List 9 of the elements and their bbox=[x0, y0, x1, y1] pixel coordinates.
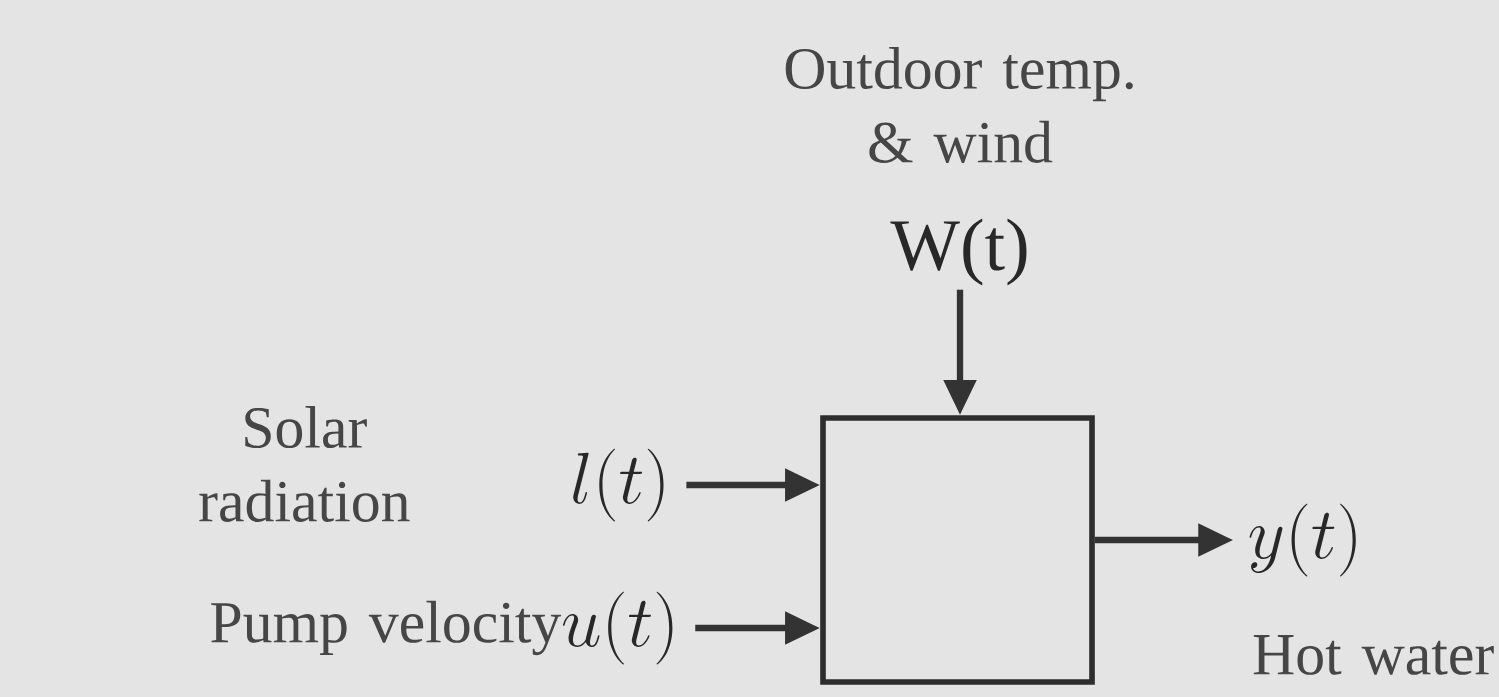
system-box bbox=[820, 415, 1095, 685]
signal-label: W(t) bbox=[890, 218, 1027, 286]
math-label: $y(t)$ bbox=[1249, 503, 1356, 577]
description-text: Pump velocity bbox=[211, 600, 562, 656]
description-text: Solar radiation bbox=[199, 406, 410, 522]
description-text: Outdoor temp. & wind bbox=[785, 47, 1133, 163]
math-label: $l(t)$ bbox=[573, 448, 664, 522]
math-label: $u(t)$ bbox=[563, 591, 673, 665]
description-text: Hot water bbox=[1253, 635, 1494, 675]
